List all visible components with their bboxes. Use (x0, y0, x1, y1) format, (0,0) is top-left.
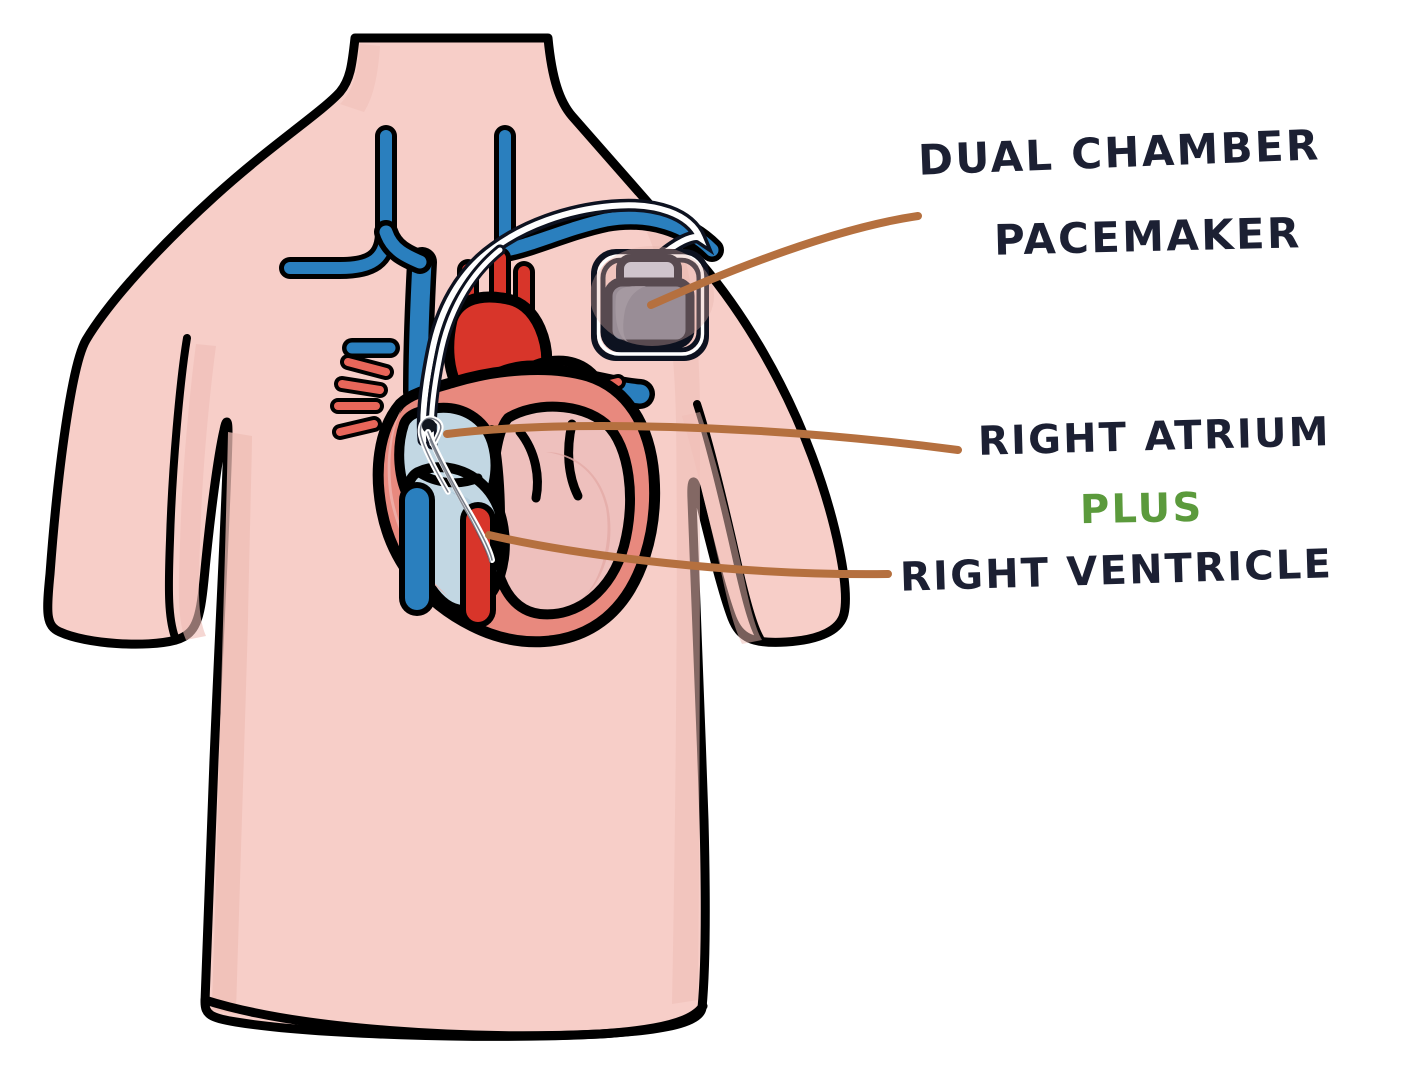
torso-shading-left (212, 432, 252, 1014)
ventricular-lead-shadow (427, 431, 493, 561)
pulmonary-vein-stub-4-fill (336, 420, 378, 436)
pointer-line-right-atrium (443, 422, 962, 454)
pointer-lines-group (443, 212, 962, 579)
label-plus: PLUS (1079, 484, 1204, 534)
atrial-lead-shadow (419, 417, 449, 493)
left-sleeve-fold (164, 334, 191, 644)
interventricular-septum (487, 425, 505, 571)
mitral-valve (515, 419, 583, 503)
heart-wall-shading (387, 408, 448, 596)
pointer-line-right-ventricle (485, 531, 892, 579)
left-sleeve-shading (178, 344, 216, 640)
pacemaker-skin-shadow (590, 246, 714, 346)
shirt-hem (200, 995, 708, 1041)
pointer-line-pacemaker (647, 212, 922, 309)
superior-vena-cava-fill (408, 252, 432, 402)
ventricular-lead-strand-2 (429, 439, 491, 563)
torso-shading-right (640, 210, 700, 1004)
pacemaker-body-highlight (615, 286, 646, 342)
left-ventricle-chamber (487, 401, 635, 620)
label-right-atrium: RIGHT ATRIUM (977, 409, 1332, 465)
pulmonary-vein-stub-1-fill (344, 358, 390, 376)
neck-shading (340, 44, 380, 112)
atrial-lead-tip (422, 419, 436, 433)
lead-trunk-core (420, 202, 707, 443)
tricuspid-valve (413, 467, 483, 488)
vein-junction-fill (379, 225, 427, 269)
pacemaker-pocket-outer (591, 249, 709, 361)
subclavian-vein-right-fill (498, 211, 719, 257)
right-sleeve-shading (682, 412, 762, 644)
pulmonary-vein-stub-2-fill (338, 380, 384, 394)
pacemaker-leads-group (416, 198, 715, 563)
label-dual-chamber-line2: PACEMAKER (993, 208, 1303, 265)
